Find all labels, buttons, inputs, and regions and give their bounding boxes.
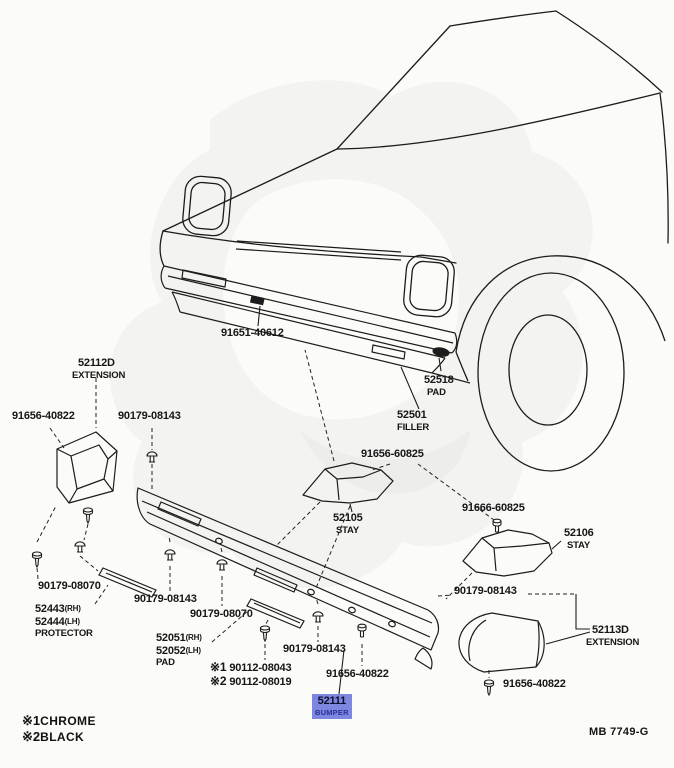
label-extension-right: 52113D EXTENSION bbox=[586, 624, 640, 648]
label-bolt-91651: 91651-40612 bbox=[221, 327, 284, 339]
label-stay-left: 52105 STAY bbox=[333, 512, 363, 536]
part-code: 52501 bbox=[397, 409, 427, 421]
bumper-bar-part bbox=[136, 487, 440, 670]
protector-part bbox=[98, 567, 157, 598]
grille bbox=[235, 240, 402, 261]
label-clip-mid-2: 90179-08070 bbox=[190, 608, 253, 620]
legend-chrome: ※1CHROME bbox=[22, 712, 96, 730]
part-code: 52112D bbox=[78, 357, 115, 369]
part-name: PAD bbox=[156, 657, 175, 668]
doc-code: MB 7749-G bbox=[589, 726, 649, 738]
label-bolt-ext-right: 91656-40822 bbox=[503, 678, 566, 690]
variant-suffix: (LH) bbox=[64, 616, 80, 626]
part-name: STAY bbox=[336, 524, 359, 536]
part-code: 52444 bbox=[35, 615, 65, 628]
label-protector: 52443(RH) 52444(LH) PROTECTOR bbox=[35, 603, 93, 640]
label-bolt-stay-left: 91656-60825 bbox=[361, 448, 424, 460]
solid-leader-lines bbox=[257, 305, 591, 695]
part-code: 52111 bbox=[317, 695, 347, 707]
label-clip-mid-3: 90179-08143 bbox=[283, 643, 346, 655]
dashed-leader-lines bbox=[36, 349, 576, 678]
reference-mark: ※1 bbox=[210, 660, 227, 674]
legend-black: ※2BLACK bbox=[22, 728, 84, 746]
extension-left-part bbox=[56, 431, 118, 504]
screw-icon bbox=[82, 507, 94, 524]
part-code: 52052 bbox=[156, 644, 186, 657]
screw-icon bbox=[31, 551, 43, 568]
part-code: 52106 bbox=[564, 527, 594, 539]
reference-mark: ※2 bbox=[210, 674, 227, 688]
car-bumper bbox=[160, 265, 471, 384]
legend-label: BLACK bbox=[40, 730, 85, 744]
clip-icon bbox=[164, 549, 176, 561]
part-name: FILLER bbox=[397, 421, 430, 433]
background-watermark bbox=[109, 80, 593, 589]
part-name: PAD bbox=[427, 386, 446, 398]
stay-right-part bbox=[462, 529, 553, 577]
bolt-icon bbox=[357, 623, 367, 638]
clip-icon bbox=[216, 559, 228, 571]
part-code: 90112-08019 bbox=[229, 676, 292, 688]
legend-label: CHROME bbox=[40, 714, 96, 728]
label-stay-right: 52106 STAY bbox=[564, 527, 594, 551]
headlight-right bbox=[403, 254, 455, 318]
label-filler-52501: 52501 FILLER bbox=[397, 409, 430, 433]
label-clip-mid-1: 90179-08143 bbox=[134, 593, 197, 605]
label-bolt-mid: 91656-40822 bbox=[326, 668, 389, 680]
screw-icon bbox=[259, 625, 271, 642]
part-code: 90112-08043 bbox=[229, 662, 292, 674]
stay-left-part bbox=[302, 462, 394, 504]
variant-suffix: (LH) bbox=[185, 645, 201, 655]
bolt-icon bbox=[492, 518, 502, 533]
label-bolt-ext-left: 91656-40822 bbox=[12, 410, 75, 422]
bumper-highlight[interactable]: 52111 BUMPER bbox=[312, 694, 352, 719]
part-name: EXTENSION bbox=[586, 636, 640, 648]
part-name: PROTECTOR bbox=[35, 628, 93, 639]
reference-mark: ※1 bbox=[22, 713, 41, 728]
front-wheel bbox=[455, 255, 666, 472]
part-code: 52113D bbox=[592, 624, 629, 636]
screw-icon bbox=[483, 679, 495, 696]
part-name: BUMPER bbox=[315, 708, 349, 717]
part-name: STAY bbox=[567, 539, 590, 551]
reference-mark: ※2 bbox=[22, 729, 41, 744]
label-extension-left: 52112D EXTENSION bbox=[72, 357, 126, 381]
extension-right-part bbox=[458, 612, 545, 673]
headlight-left bbox=[182, 175, 232, 237]
part-name: EXTENSION bbox=[72, 369, 126, 381]
clip-icon bbox=[74, 541, 86, 553]
label-screw-left: 90179-08070 bbox=[38, 580, 101, 592]
part-code: 52518 bbox=[424, 374, 454, 386]
label-clip-top-left: 90179-08143 bbox=[118, 410, 181, 422]
label-pad-52518: 52518 PAD bbox=[424, 374, 454, 398]
label-bolt-stay-right: 91666-60825 bbox=[462, 502, 525, 514]
car-outline bbox=[159, 10, 669, 267]
clip-icon bbox=[312, 611, 324, 623]
label-clip-right: 90179-08143 bbox=[454, 585, 517, 597]
variant-suffix: (RH) bbox=[64, 604, 81, 613]
part-code: 52105 bbox=[333, 512, 363, 524]
part-code: 52051 bbox=[156, 632, 186, 644]
pad-strip-part bbox=[246, 598, 305, 629]
variant-suffix: (RH) bbox=[185, 633, 202, 642]
part-code: 52443 bbox=[35, 603, 65, 615]
label-pad-lower: 52051(RH) 52052(LH) PAD bbox=[156, 632, 202, 669]
